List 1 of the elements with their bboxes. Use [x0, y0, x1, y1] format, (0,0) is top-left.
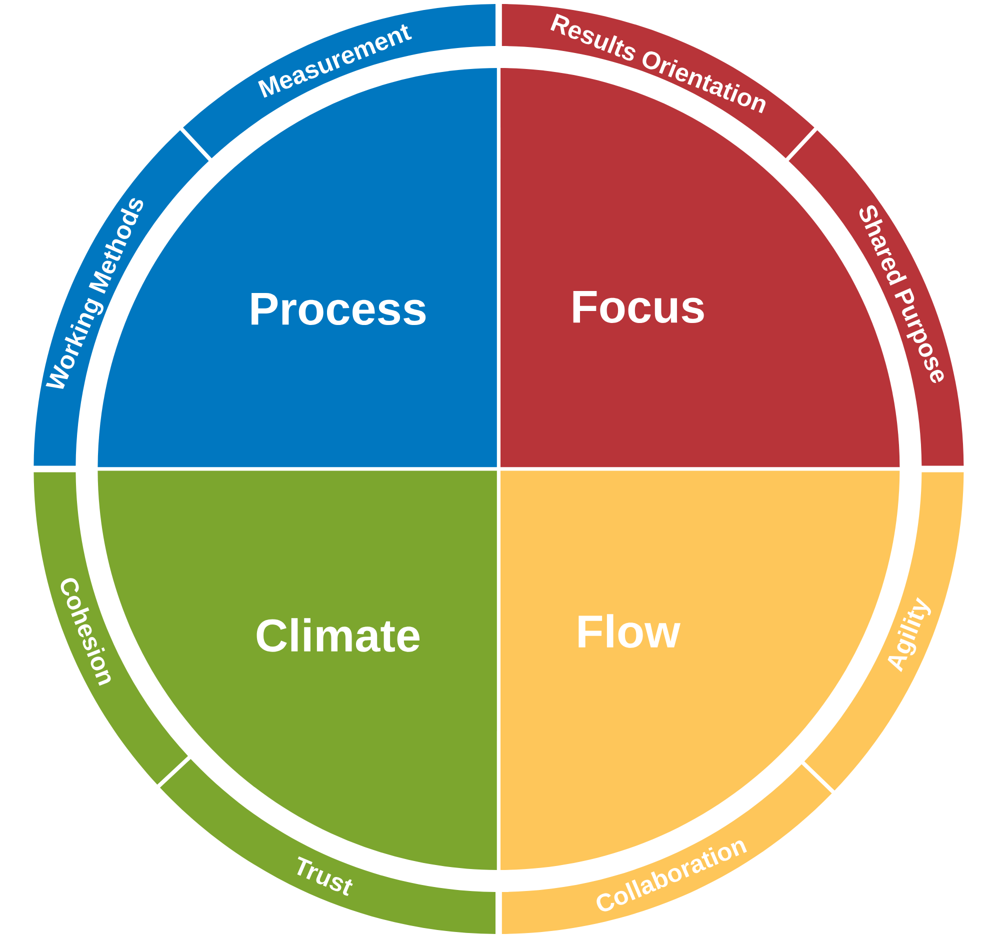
ring-segment: Trust [160, 758, 496, 934]
